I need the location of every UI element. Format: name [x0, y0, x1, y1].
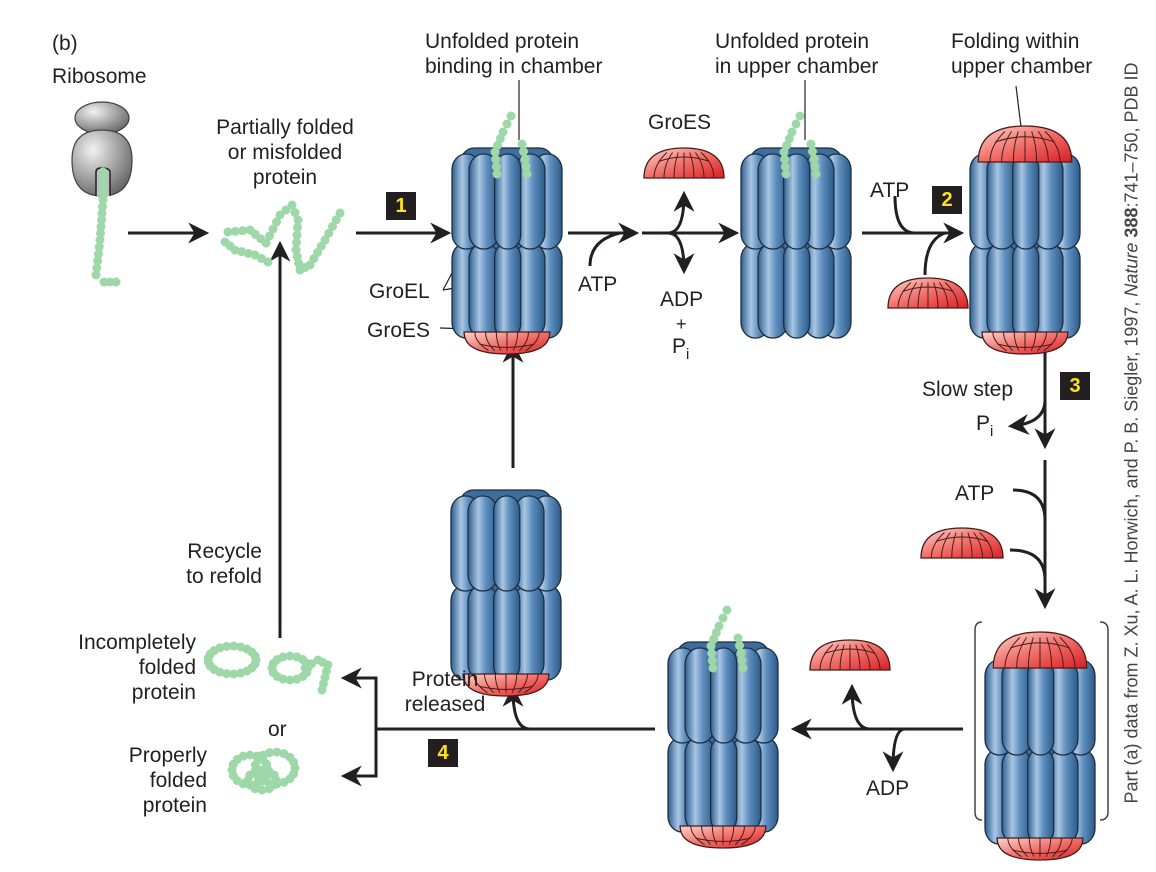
groes-bottom-cap [463, 331, 551, 355]
properly-folded-label: Properly folded protein [128, 744, 207, 817]
misfolded-chain [261, 200, 345, 275]
adp-pi-out-arrow [667, 231, 695, 275]
nascent-chain [91, 167, 121, 287]
groes-in-curve-2 [923, 231, 946, 276]
groel-bracketed-complex [984, 653, 1096, 845]
folding-within-label: Folding within upper chamber [951, 30, 1093, 78]
groes-top-cap [977, 125, 1073, 163]
groes-bound-label: GroES [367, 319, 431, 342]
adp-label-4: ADP [866, 777, 910, 800]
pi-label-1: Pi [672, 335, 690, 363]
or-label: or [268, 718, 287, 741]
atp-label-2: ATP [870, 179, 910, 202]
groel-upper-chamber-complex [740, 147, 852, 339]
incompletely-folded-label: Incompletely folded protein [78, 631, 196, 704]
groes-free-label: GroES [648, 111, 712, 134]
groes-out-arrow-4 [841, 683, 871, 731]
incompletely-folded-chain [300, 655, 333, 695]
arrow-to-proper [340, 729, 378, 787]
step-marker-4: 4 [428, 739, 458, 767]
adp-out-arrow-4 [882, 727, 906, 773]
groel-releasing-complex [667, 641, 779, 833]
groes-bottom-cap [462, 673, 550, 697]
unfolded-chain-strand [733, 633, 748, 673]
partially-folded-label: Partially folded or misfolded protein [216, 116, 354, 189]
groes-bottom-cap [981, 331, 1069, 355]
groel-empty-complex [450, 489, 562, 681]
step-marker-3: 3 [1060, 372, 1090, 400]
groes-bottom-cap [996, 837, 1084, 861]
source-credit: Part (a) data from Z. Xu, A. L. Horwich,… [1121, 62, 1142, 804]
unfolded-upper-label: Unfolded protein in upper chamber [715, 30, 879, 78]
unfolded-chain-strand [706, 605, 732, 673]
slow-step-label: Slow step [922, 378, 1014, 401]
left-bracket [974, 621, 983, 821]
groel-label: GroEL [369, 280, 430, 303]
unfolded-binding-label: Unfolded protein binding in chamber [425, 30, 603, 78]
ribosome-label: Ribosome [52, 65, 147, 88]
incompletely-folded-chain [203, 641, 261, 679]
adp-label-1: ADP [660, 288, 704, 311]
groes-released-cap-4 [809, 639, 891, 671]
protein-released-label: Protein released [404, 668, 486, 716]
unfolded-chain-strand [779, 111, 805, 179]
plus-label: + [676, 314, 687, 334]
groel-folding-complex [969, 147, 1081, 339]
atp-label-1: ATP [578, 273, 618, 296]
step-marker-1: 1 [386, 192, 416, 220]
groes-incoming-cap-3 [920, 527, 1004, 559]
atp-in-curve-3 [1012, 488, 1047, 521]
groes-out-arrow [667, 190, 695, 235]
recycle-label: Recycle to refold [186, 540, 262, 588]
groes-released-cap [643, 147, 725, 179]
pi-out-arrow-3 [1007, 399, 1047, 435]
groes-in-curve-3 [1009, 548, 1047, 581]
unfolded-chain-strand [490, 111, 516, 179]
right-bracket [1099, 621, 1109, 821]
unfolded-chain-strand [806, 139, 821, 179]
atp-in-curve-2 [893, 195, 916, 235]
unfolded-chain-strand [517, 139, 532, 179]
groel-binding-complex [451, 147, 563, 339]
groes-incoming-cap-2 [887, 277, 969, 309]
panel-label: (b) [52, 32, 78, 55]
step-marker-2: 2 [932, 186, 962, 214]
groes-bottom-cap [679, 825, 767, 849]
atp-in-curve [588, 231, 621, 267]
groes-top-cap [992, 631, 1088, 669]
arrow-to-incomplete [340, 667, 378, 729]
properly-folded-chain [243, 765, 281, 795]
atp-label-3: ATP [955, 482, 995, 505]
pi-label-3: Pi [976, 412, 994, 440]
